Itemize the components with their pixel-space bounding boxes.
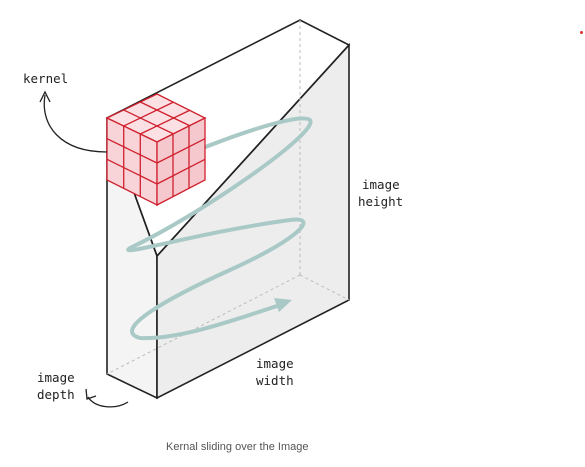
kernel-label: kernel bbox=[23, 71, 69, 86]
image-depth-label-line2: depth bbox=[37, 387, 75, 402]
volume-right-face bbox=[156, 42, 350, 400]
volume-top-face bbox=[106, 19, 351, 258]
volume-back-bottom-edge bbox=[106, 274, 301, 375]
image-height-label-line2: height bbox=[358, 194, 404, 209]
kernel-pointer bbox=[39, 90, 108, 153]
marker-dot bbox=[580, 31, 583, 34]
image-width-label-line1: image bbox=[256, 356, 294, 371]
spiral-arrowhead bbox=[274, 298, 292, 312]
image-width-label-line2: width bbox=[256, 373, 294, 388]
depth-pointer bbox=[85, 388, 129, 408]
image-volume bbox=[106, 19, 351, 400]
kernel-cube bbox=[105, 93, 207, 207]
image-height-label-line1: image bbox=[362, 177, 400, 192]
figure-caption: Kernal sliding over the Image bbox=[166, 441, 309, 453]
image-depth-label-line1: image bbox=[37, 370, 75, 385]
sliding-spiral bbox=[126, 116, 313, 341]
